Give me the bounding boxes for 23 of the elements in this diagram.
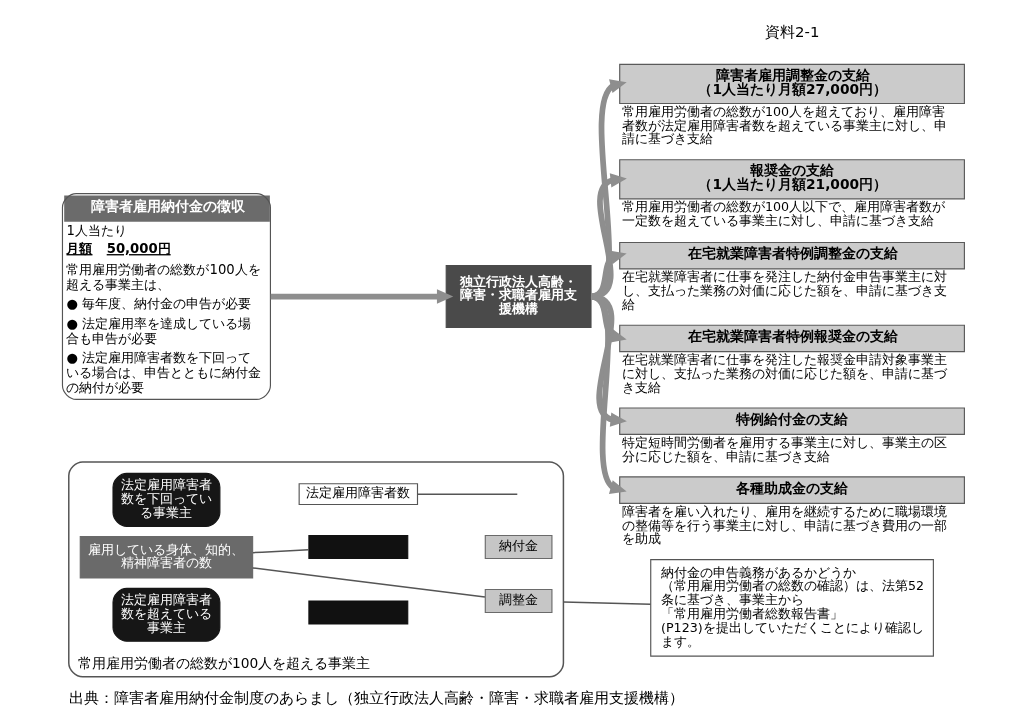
caption: 出典：障害者雇用納付金制度のあらまし（独立行政法人高齢・障害・求職者雇用支援機構） — [68, 688, 684, 707]
node-box: 納付金 — [484, 534, 553, 560]
node-box: 法定雇用障害者数 — [298, 483, 419, 506]
label: 資料2-1 — [765, 23, 820, 42]
node-label: 常用雇用労働者の総数が100人を超えており、雇用障害者数が法定雇用障害者数を超えている事業主に対し、申請に基づき支給 — [622, 103, 948, 147]
node-label: 在宅就業障害者に仕事を発注した報奨金申請対象事業主に対し、支払った業務の対価に応じた額を、申請に基づき支給 — [622, 352, 948, 395]
node-box: 調整金 — [484, 588, 553, 614]
connector — [252, 548, 310, 554]
node-box: 雇用している身体、知的、精神障害者の数 — [79, 536, 254, 579]
node-box: 納付金の申告義務があるかどうか（常用雇用労働者の総数の確認）は、法第52条に基づき、事業主から「常用雇用労働者総数報告書」(P123)を提出していただくことにより確認します。 — [650, 559, 934, 657]
connector — [562, 601, 652, 606]
node-bar — [308, 600, 409, 625]
node-label: 障害者を雇い入れたり、雇用を継続するために職場環境の整備等を行う事業主に対し、申請に基づき費用の一部を助成 — [622, 503, 948, 547]
node-label: 常用雇用労働者の総数が100人以下で、雇用障害者数が一定数を超えている事業主に対し、申請に基づき支給 — [622, 199, 946, 229]
node-box: 法定雇用障害者数を超えている事業主 — [112, 587, 221, 642]
node-box: 独立行政法人高齢・障害・求職者雇用支援機構 — [445, 264, 592, 329]
connector — [417, 493, 519, 495]
node-label: 在宅就業障害者に仕事を発注した納付金申告事業主に対し、支払った業務の対価に応じた額を、申請に基づき支給 — [622, 269, 948, 312]
node-box: 法定雇用障害者数を下回っている事業主 — [112, 472, 221, 527]
node-label: 特定短時間労働者を雇用する事業主に対し、事業主の区分に応じた額を、申請に基づき支給 — [622, 434, 948, 464]
connector — [252, 567, 486, 598]
arrow — [270, 289, 454, 304]
node-bar — [308, 534, 409, 560]
